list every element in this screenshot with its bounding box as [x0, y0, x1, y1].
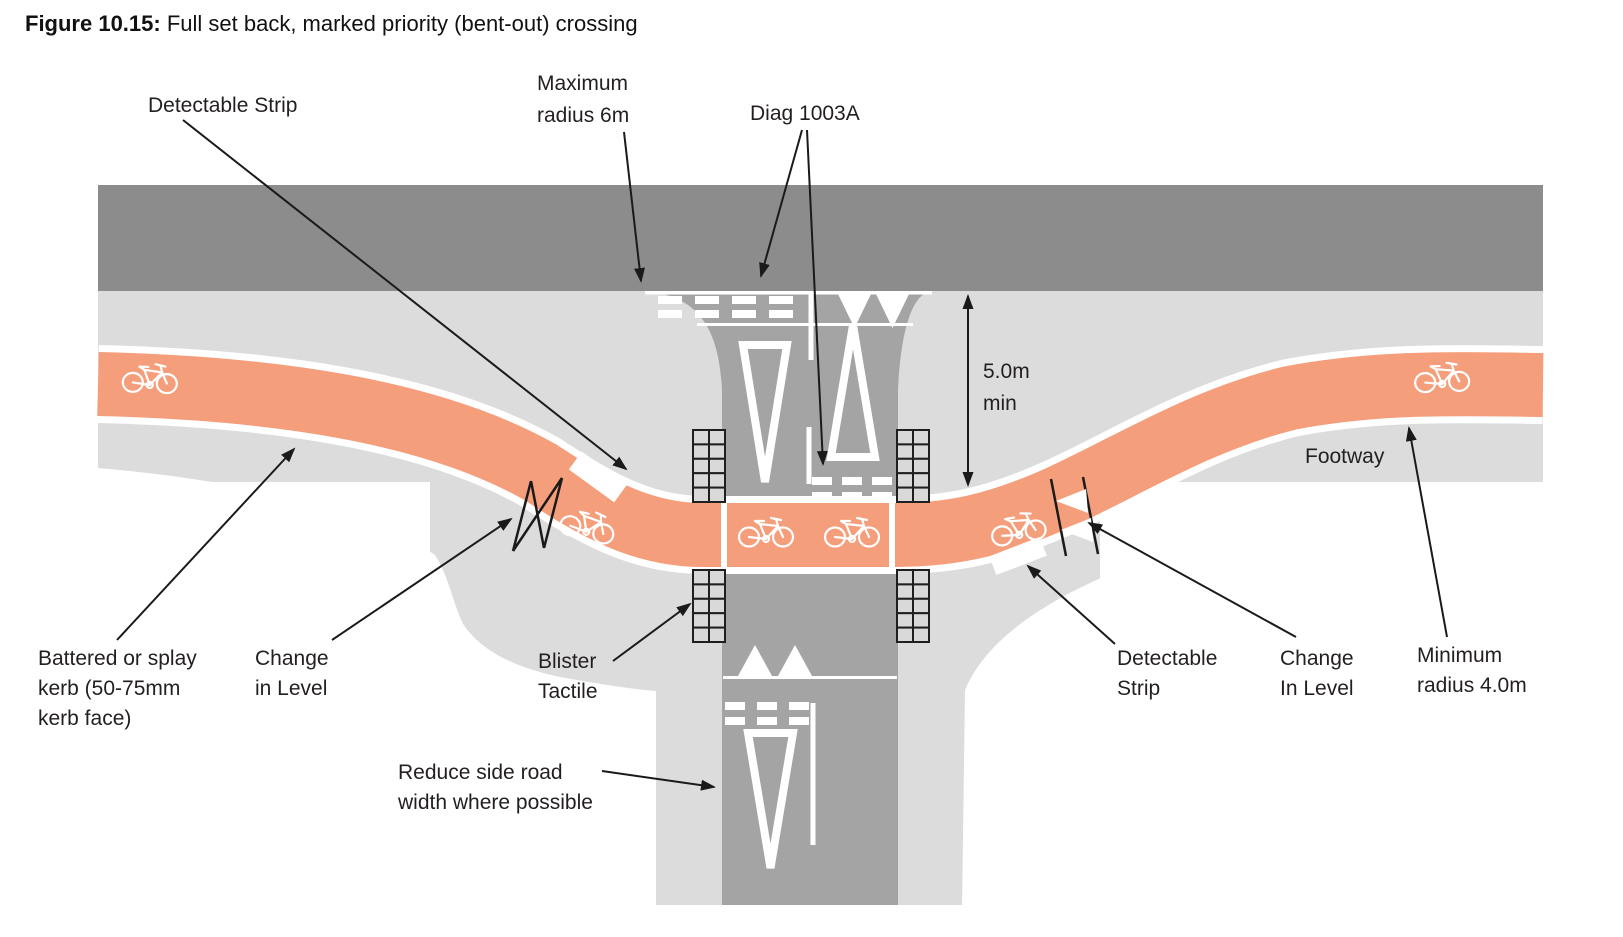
label-battered-kerb-3: kerb face): [38, 707, 131, 730]
label-max-radius-2: radius 6m: [537, 104, 629, 127]
label-detectable-strip-right-2: Strip: [1117, 677, 1160, 700]
label-change-level-left-1: Change: [255, 647, 329, 670]
junction-mouth-edge-line: [645, 291, 932, 295]
road-markings: [645, 291, 932, 869]
figure-number: Figure 10.15:: [25, 11, 161, 36]
detectable-strip-right-patch: [989, 536, 1047, 576]
change-in-level-marking-left: [511, 477, 564, 552]
label-max-radius-1: Maximum: [537, 72, 628, 95]
label-change-level-left-2: in Level: [255, 677, 327, 700]
label-battered-kerb-2: kerb (50-75mm: [38, 677, 180, 700]
label-dimension-1: 5.0m: [983, 360, 1030, 383]
south-edge-line: [723, 676, 897, 679]
south-triangle-2: [778, 645, 812, 676]
label-change-level-right-1: Change: [1280, 647, 1354, 670]
leader-reduce-side-road: [601, 770, 716, 791]
lane-divider-upper: [808, 293, 814, 360]
label-change-level-right-2: In Level: [1280, 677, 1354, 700]
cycle-track: [97, 345, 1544, 576]
side-road: [645, 291, 932, 905]
entry-triangle-2: [875, 292, 910, 328]
leader-max-radius: [623, 131, 645, 283]
give-way-elongated-triangle-exit: [738, 341, 792, 483]
leader-diag1003a-lower: [806, 129, 828, 466]
leader-battered-kerb: [116, 447, 296, 641]
south-lane-divider: [810, 703, 816, 845]
label-footway: Footway: [1305, 445, 1385, 468]
ramp-triangle-2: [1061, 518, 1093, 542]
label-battered-kerb-1: Battered or splay: [38, 647, 197, 670]
label-detectable-strip-right-1: Detectable: [1117, 647, 1217, 670]
tactile-grid-top-left: [692, 429, 726, 503]
south-elongated-triangle: [743, 729, 798, 869]
cycle-track-surface: [97, 352, 1544, 567]
leader-detectable-strip-right: [1026, 564, 1116, 645]
background-lower-left: [98, 468, 656, 910]
main-road: [98, 185, 1543, 291]
tactile-grid-bottom-left: [692, 569, 726, 643]
label-dimension-2: min: [983, 392, 1017, 415]
label-diag-1003a: Diag 1003A: [750, 102, 860, 125]
leader-change-level-right: [1087, 522, 1297, 638]
label-detectable-strip-left: Detectable Strip: [148, 94, 297, 117]
change-in-level-marking-right: [1049, 476, 1100, 557]
annotations: Detectable Strip Maximum radius 6m Diag …: [38, 72, 1527, 814]
label-reduce-side-road-1: Reduce side road: [398, 761, 563, 784]
detectable-strip-left-patch: [568, 451, 628, 503]
leader-arrows: [116, 119, 1448, 791]
tactile-grid-bottom-right: [896, 569, 930, 643]
tactile-grid-top-right: [896, 429, 930, 503]
label-min-radius-2: radius 4.0m: [1417, 674, 1527, 697]
south-triangle-1: [738, 645, 772, 676]
give-way-elongated-triangle-entry: [826, 324, 880, 461]
label-reduce-side-road-2: width where possible: [397, 791, 593, 814]
leader-min-radius: [1405, 426, 1448, 638]
leader-detectable-strip-left: [182, 119, 628, 471]
leader-blister-tactile: [612, 602, 692, 662]
label-blister-tactile-2: Tactile: [538, 680, 598, 703]
background-lower-right: [962, 484, 1543, 910]
lane-divider-mid: [806, 427, 812, 484]
junction-inner-line: [697, 323, 913, 326]
crossing-edge-left: [721, 502, 727, 568]
label-blister-tactile-1: Blister: [538, 650, 596, 673]
figure-caption: Full set back, marked priority (bent-out…: [160, 11, 638, 36]
figure-title: Figure 10.15: Full set back, marked prio…: [25, 11, 638, 37]
label-min-radius-1: Minimum: [1417, 644, 1502, 667]
ramp-triangle-1: [1056, 489, 1088, 513]
crossing-edge-right: [889, 502, 895, 568]
leader-diag1003a-upper: [759, 129, 803, 278]
leader-change-level-left: [331, 517, 513, 641]
entry-triangle-1: [837, 292, 872, 328]
